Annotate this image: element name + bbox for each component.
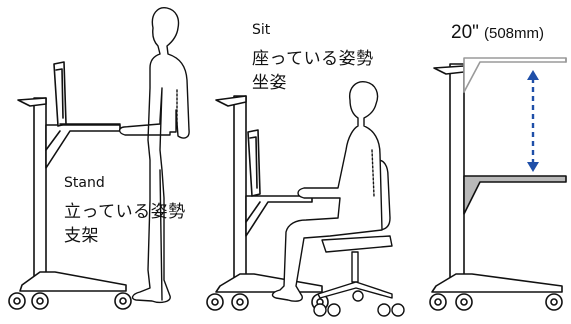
stand-label-en: Stand <box>64 175 105 191</box>
height-range-label: 20" (508mm) <box>451 22 544 44</box>
sit-label-en: Sit <box>252 22 271 38</box>
sitting-person <box>271 81 383 302</box>
standing-person <box>118 7 190 304</box>
standing-cart <box>8 61 132 310</box>
height-adjust-arrow <box>527 70 539 172</box>
stand-label-jp-alt: 支架 <box>64 226 99 246</box>
height-range-inches: 20" <box>451 22 479 43</box>
sit-label-jp-alt: 坐姿 <box>252 73 287 93</box>
height-range-mm: (508mm) <box>483 25 544 42</box>
sit-label-jp: 座っている姿勢 <box>252 49 374 69</box>
height-range-cart <box>429 57 567 311</box>
stand-label-jp: 立っている姿勢 <box>64 202 186 222</box>
sitting-cart <box>206 95 329 311</box>
